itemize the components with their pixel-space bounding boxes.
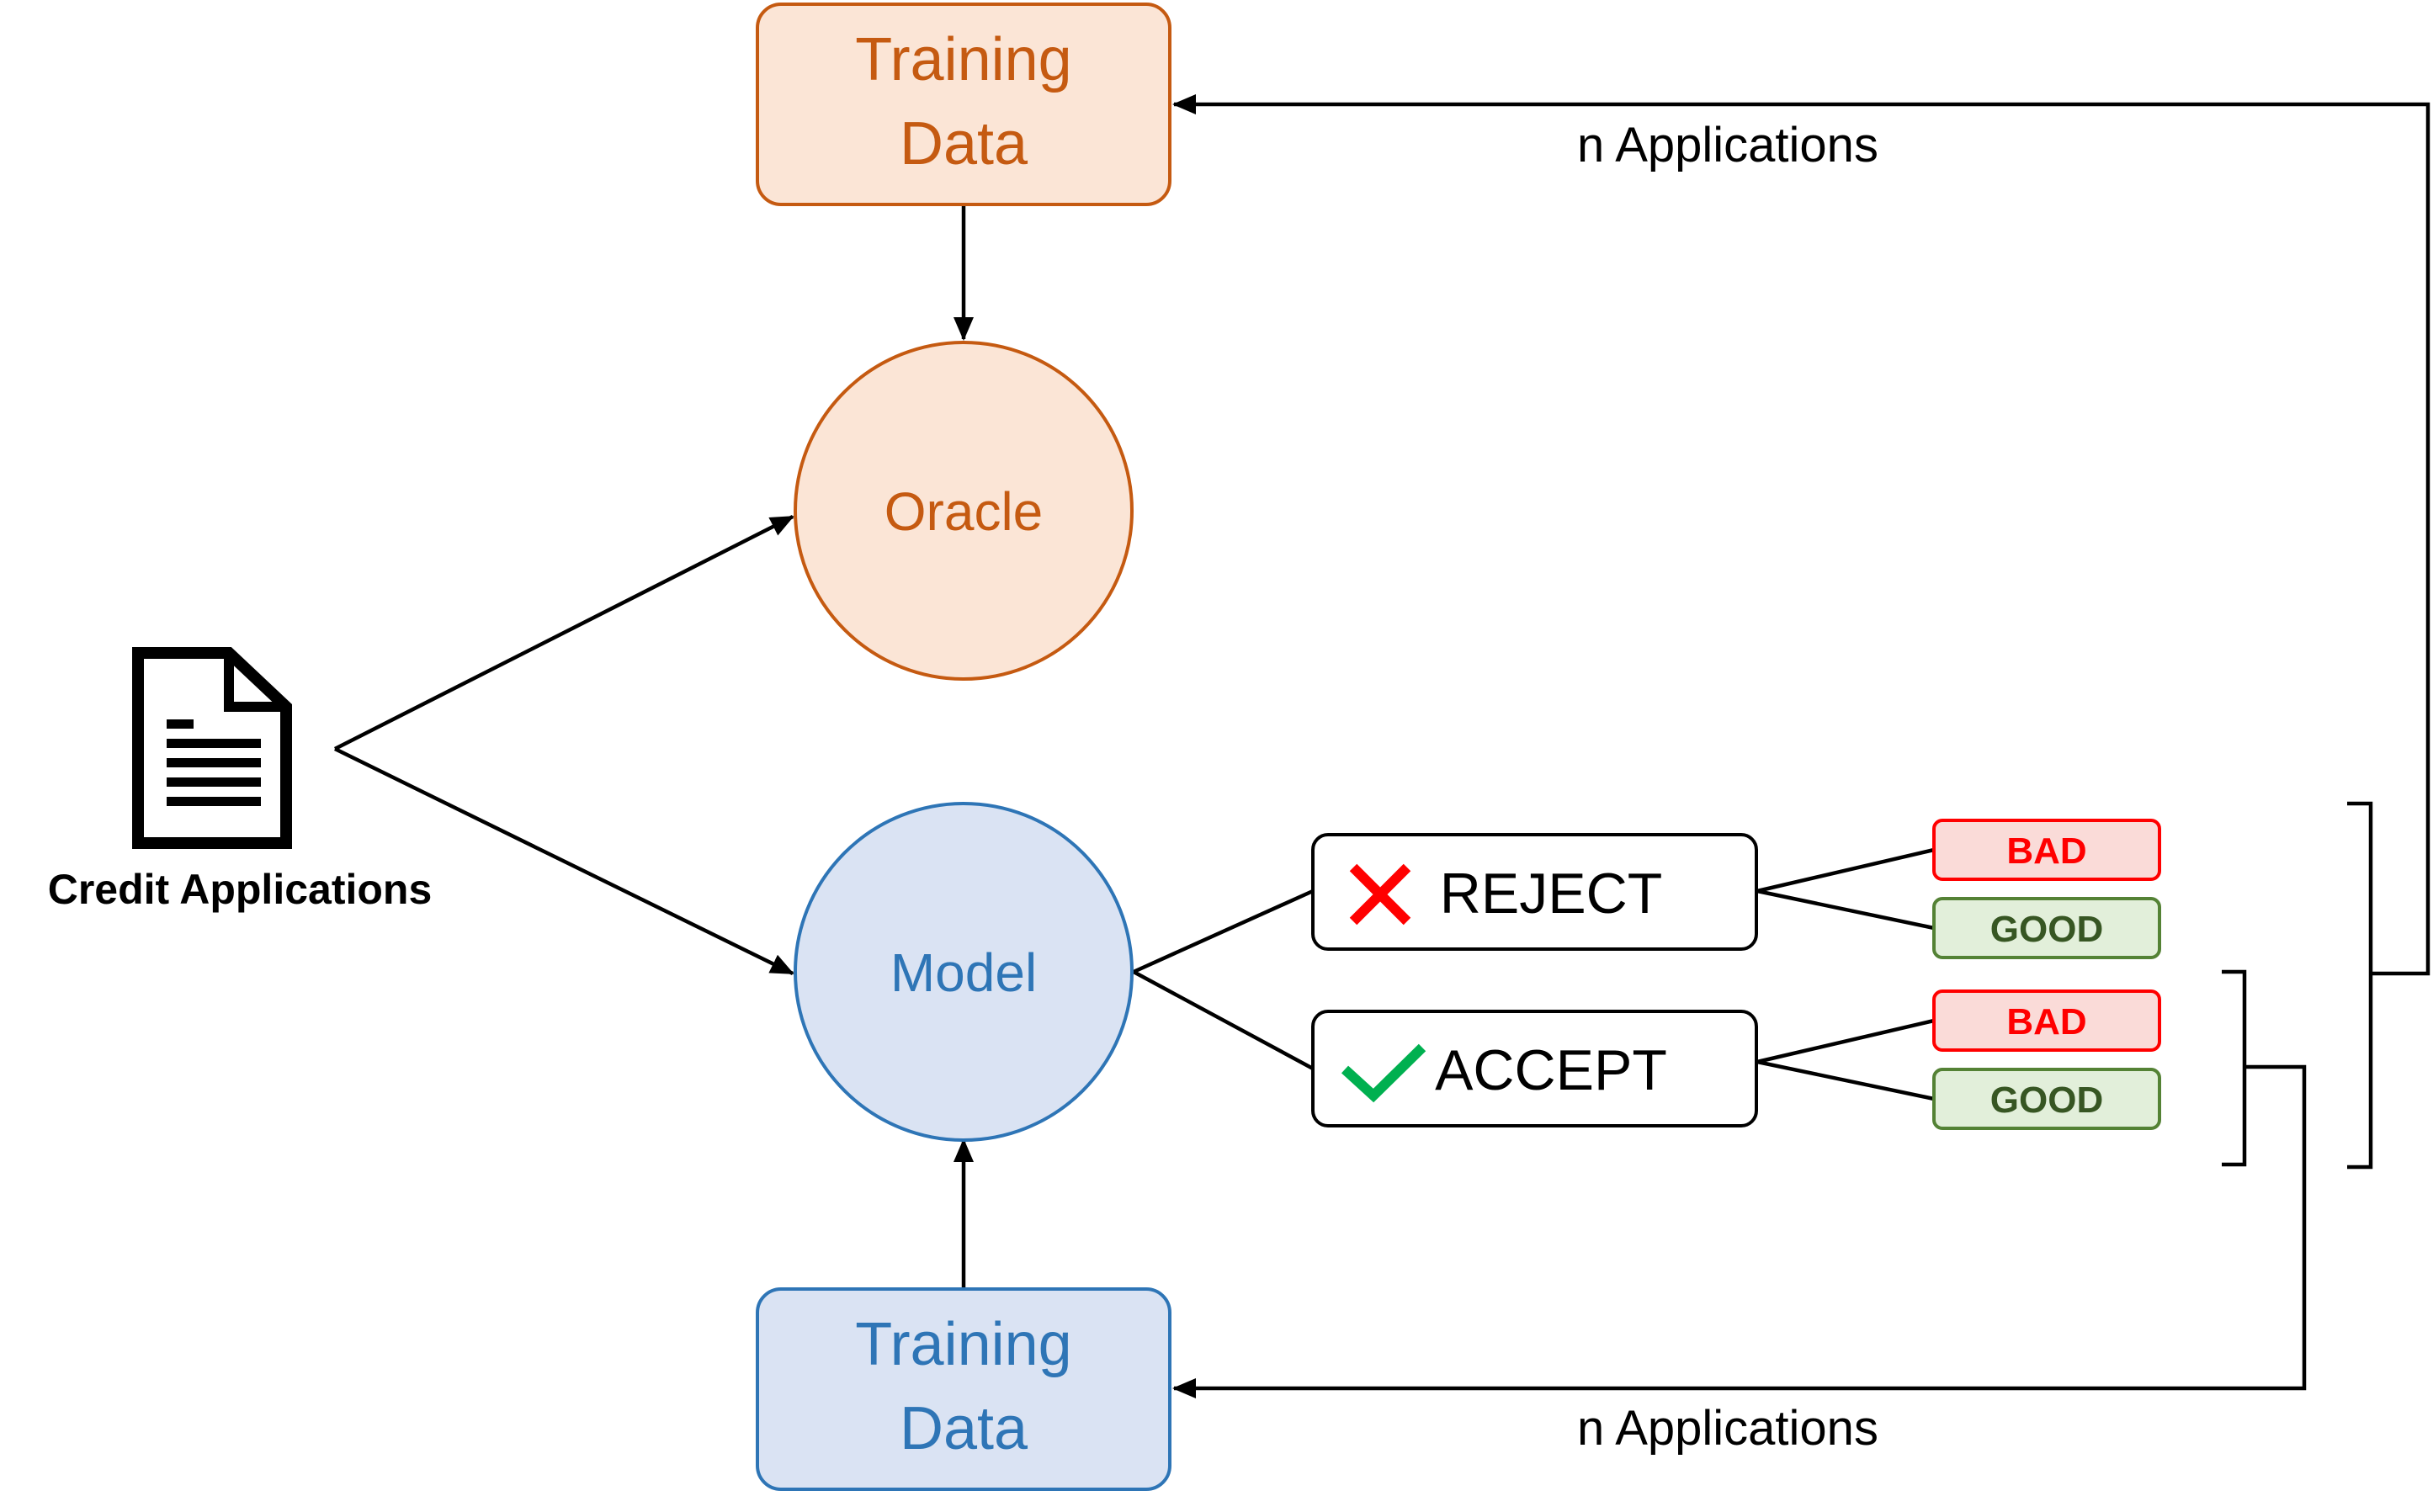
model-node: Model: [794, 802, 1134, 1142]
feedback-line-bottom: [1172, 1064, 2307, 1398]
red-x-icon: [1349, 863, 1411, 926]
bottom-training-data-line2: Data: [900, 1395, 1028, 1462]
line-model-to-reject: [1133, 889, 1314, 974]
reject-label: REJECT: [1440, 862, 1662, 926]
feedback-line-top: [1172, 94, 2430, 976]
accept-bad-label: BAD: [2006, 1001, 2086, 1042]
top-training-data-box: Training Data: [756, 3, 1171, 206]
connectors: [333, 94, 2430, 1398]
credit-applications-label: Credit Applications: [48, 866, 433, 913]
oracle-node: Oracle: [794, 341, 1134, 681]
line-accept-to-bad: [1756, 1018, 1935, 1064]
arrow-credit-to-oracle: [333, 514, 794, 751]
reject-bad-label: BAD: [2006, 830, 2086, 872]
reject-good-label: GOOD: [1990, 909, 2103, 950]
oracle-label: Oracle: [884, 481, 1044, 542]
accept-label: ACCEPT: [1435, 1038, 1667, 1102]
bottom-training-data-box: Training Data: [756, 1287, 1171, 1491]
line-accept-to-good: [1756, 1059, 1935, 1101]
feedback-top-label: n Applications: [1577, 118, 1878, 172]
top-training-data-line1: Training: [855, 26, 1071, 93]
document-icon: [132, 647, 292, 849]
feedback-bottom-label: n Applications: [1577, 1401, 1878, 1456]
reject-good-badge: GOOD: [1932, 897, 2161, 959]
line-reject-to-good: [1756, 889, 1935, 931]
accept-box: ACCEPT: [1311, 1010, 1758, 1127]
line-reject-to-bad: [1756, 847, 1935, 894]
bracket-all: [2347, 801, 2373, 1170]
accept-good-badge: GOOD: [1932, 1068, 2161, 1130]
reject-box: REJECT: [1311, 833, 1758, 951]
reject-bad-badge: BAD: [1932, 819, 2161, 881]
top-training-data-line2: Data: [900, 110, 1028, 178]
model-label: Model: [890, 942, 1037, 1003]
bracket-accepted: [2222, 969, 2247, 1167]
accept-good-label: GOOD: [1990, 1080, 2103, 1121]
bottom-training-data-line1: Training: [855, 1311, 1071, 1378]
green-check-icon: [1341, 1043, 1426, 1103]
arrow-credit-to-model: [334, 746, 794, 976]
accept-bad-badge: BAD: [1932, 989, 2161, 1052]
line-model-to-accept: [1132, 970, 1315, 1070]
